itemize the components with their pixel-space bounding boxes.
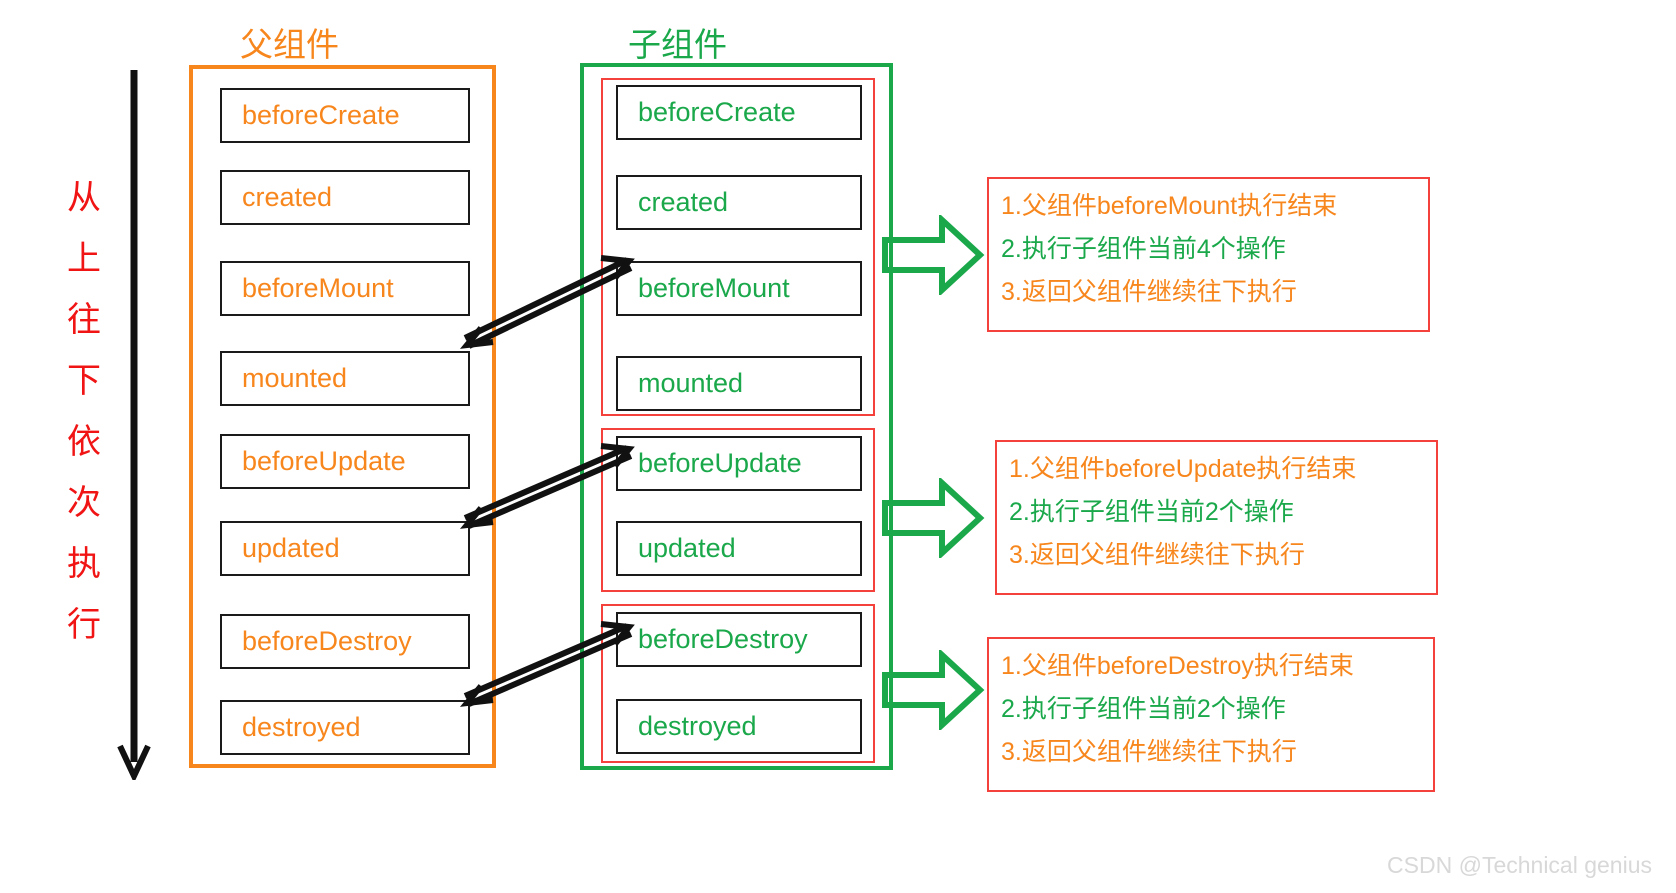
destroy-link-double-arrow-icon xyxy=(459,621,635,707)
child-destroy-phase-group xyxy=(601,604,875,763)
note-line: 3.返回父组件继续往下执行 xyxy=(1001,738,1297,766)
update-note-block-arrow-icon xyxy=(882,478,985,558)
parent-hook-beforecreate[interactable]: beforeCreate xyxy=(220,88,470,143)
parent-hook-mounted[interactable]: mounted xyxy=(220,351,470,406)
destroy-annotation-note: 1.父组件beforeDestroy执行结束 2.执行子组件当前2个操作 3.返… xyxy=(987,637,1435,792)
destroy-note-block-arrow-icon xyxy=(882,650,985,730)
child-hook-beforedestroy[interactable]: beforeDestroy xyxy=(616,612,862,667)
child-hook-created[interactable]: created xyxy=(616,175,862,230)
parent-hook-created[interactable]: created xyxy=(220,170,470,225)
parent-hook-beforedestroy[interactable]: beforeDestroy xyxy=(220,614,470,669)
child-hook-updated[interactable]: updated xyxy=(616,521,862,576)
update-annotation-note: 1.父组件beforeUpdate执行结束 2.执行子组件当前2个操作 3.返回… xyxy=(995,440,1438,595)
note-line: 1.父组件beforeUpdate执行结束 xyxy=(1009,455,1357,483)
child-hook-beforeupdate[interactable]: beforeUpdate xyxy=(616,436,862,491)
child-update-phase-group xyxy=(601,428,875,592)
note-line: 3.返回父组件继续往下执行 xyxy=(1001,278,1297,306)
parent-hook-beforeupdate[interactable]: beforeUpdate xyxy=(220,434,470,489)
parent-panel-title: 父组件 xyxy=(240,26,339,63)
note-line: 3.返回父组件继续往下执行 xyxy=(1009,541,1305,569)
parent-hook-beforemount[interactable]: beforeMount xyxy=(220,261,470,316)
note-line: 2.执行子组件当前4个操作 xyxy=(1001,235,1286,263)
update-link-double-arrow-icon xyxy=(459,443,635,529)
downward-flow-arrow-icon xyxy=(117,70,151,780)
child-panel-title: 子组件 xyxy=(628,26,727,63)
parent-hook-updated[interactable]: updated xyxy=(220,521,470,576)
flow-direction-caption: 从 上 往 下 依 次 执 行 xyxy=(67,179,101,644)
mount-annotation-note: 1.父组件beforeMount执行结束 2.执行子组件当前4个操作 3.返回父… xyxy=(987,177,1430,332)
mount-note-block-arrow-icon xyxy=(882,215,985,295)
child-hook-mounted[interactable]: mounted xyxy=(616,356,862,411)
child-hook-beforemount[interactable]: beforeMount xyxy=(616,261,862,316)
note-line: 1.父组件beforeMount执行结束 xyxy=(1001,192,1338,220)
note-line: 1.父组件beforeDestroy执行结束 xyxy=(1001,652,1354,680)
child-mount-phase-group xyxy=(601,78,875,416)
note-line: 2.执行子组件当前2个操作 xyxy=(1009,498,1294,526)
csdn-watermark: CSDN @Technical genius xyxy=(1387,852,1652,878)
mount-link-double-arrow-icon xyxy=(459,255,635,349)
child-hook-destroyed[interactable]: destroyed xyxy=(616,699,862,754)
note-line: 2.执行子组件当前2个操作 xyxy=(1001,695,1286,723)
parent-hook-destroyed[interactable]: destroyed xyxy=(220,700,470,755)
child-hook-beforecreate[interactable]: beforeCreate xyxy=(616,85,862,140)
